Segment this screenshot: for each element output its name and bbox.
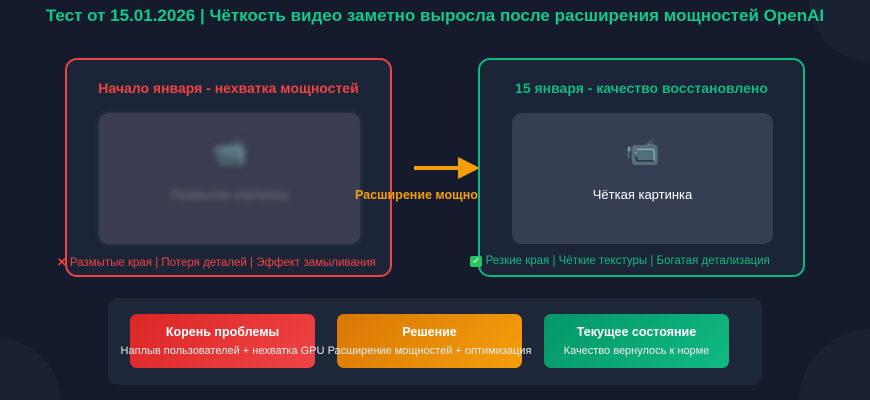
video-camera-icon: 📹 — [212, 136, 247, 167]
after-heading: 15 января - качество восстановлено — [515, 80, 768, 96]
video-camera-icon: 📹 — [625, 136, 660, 167]
before-caption: Размытая картинка — [171, 187, 288, 202]
blurred-preview: 📹 Размытая картинка — [99, 113, 360, 244]
sharp-preview: 📹 Чёткая картинка — [512, 113, 773, 244]
card-title: Текущее состояние — [576, 325, 697, 339]
before-footer-text: Размытые края | Потеря деталей | Эффект … — [69, 257, 376, 269]
check-icon: ✓ — [470, 256, 483, 267]
after-panel: 15 января - качество восстановлено 📹 Чёт… — [470, 58, 805, 277]
after-footer-text: Резкие края | Чёткие текстуры | Богатая … — [485, 255, 770, 267]
arrow-label: Расширение мощностей — [355, 188, 478, 202]
card-desc: Наплыв пользователей + нехватка GPU — [120, 345, 325, 357]
arrow-right-icon — [414, 157, 480, 179]
before-panel: Начало января - нехватка мощностей 📹 Раз… — [57, 58, 392, 277]
card-title: Корень проблемы — [165, 325, 280, 339]
after-footer: ✓ Резкие края | Чёткие текстуры | Богата… — [470, 255, 810, 267]
card-desc: Качество вернулось к норме — [563, 345, 710, 357]
before-footer: ✕ Размытые края | Потеря деталей | Эффек… — [57, 255, 397, 269]
card-desc: Расширение мощностей + оптимизация — [327, 345, 532, 357]
cross-icon: ✕ — [57, 257, 67, 269]
page-title: Тест от 15.01.2026 | Чёткость видео заме… — [45, 6, 825, 25]
after-caption: Чёткая картинка — [592, 187, 693, 202]
before-heading: Начало января - нехватка мощностей — [98, 80, 359, 96]
card-title: Решение — [402, 325, 457, 339]
